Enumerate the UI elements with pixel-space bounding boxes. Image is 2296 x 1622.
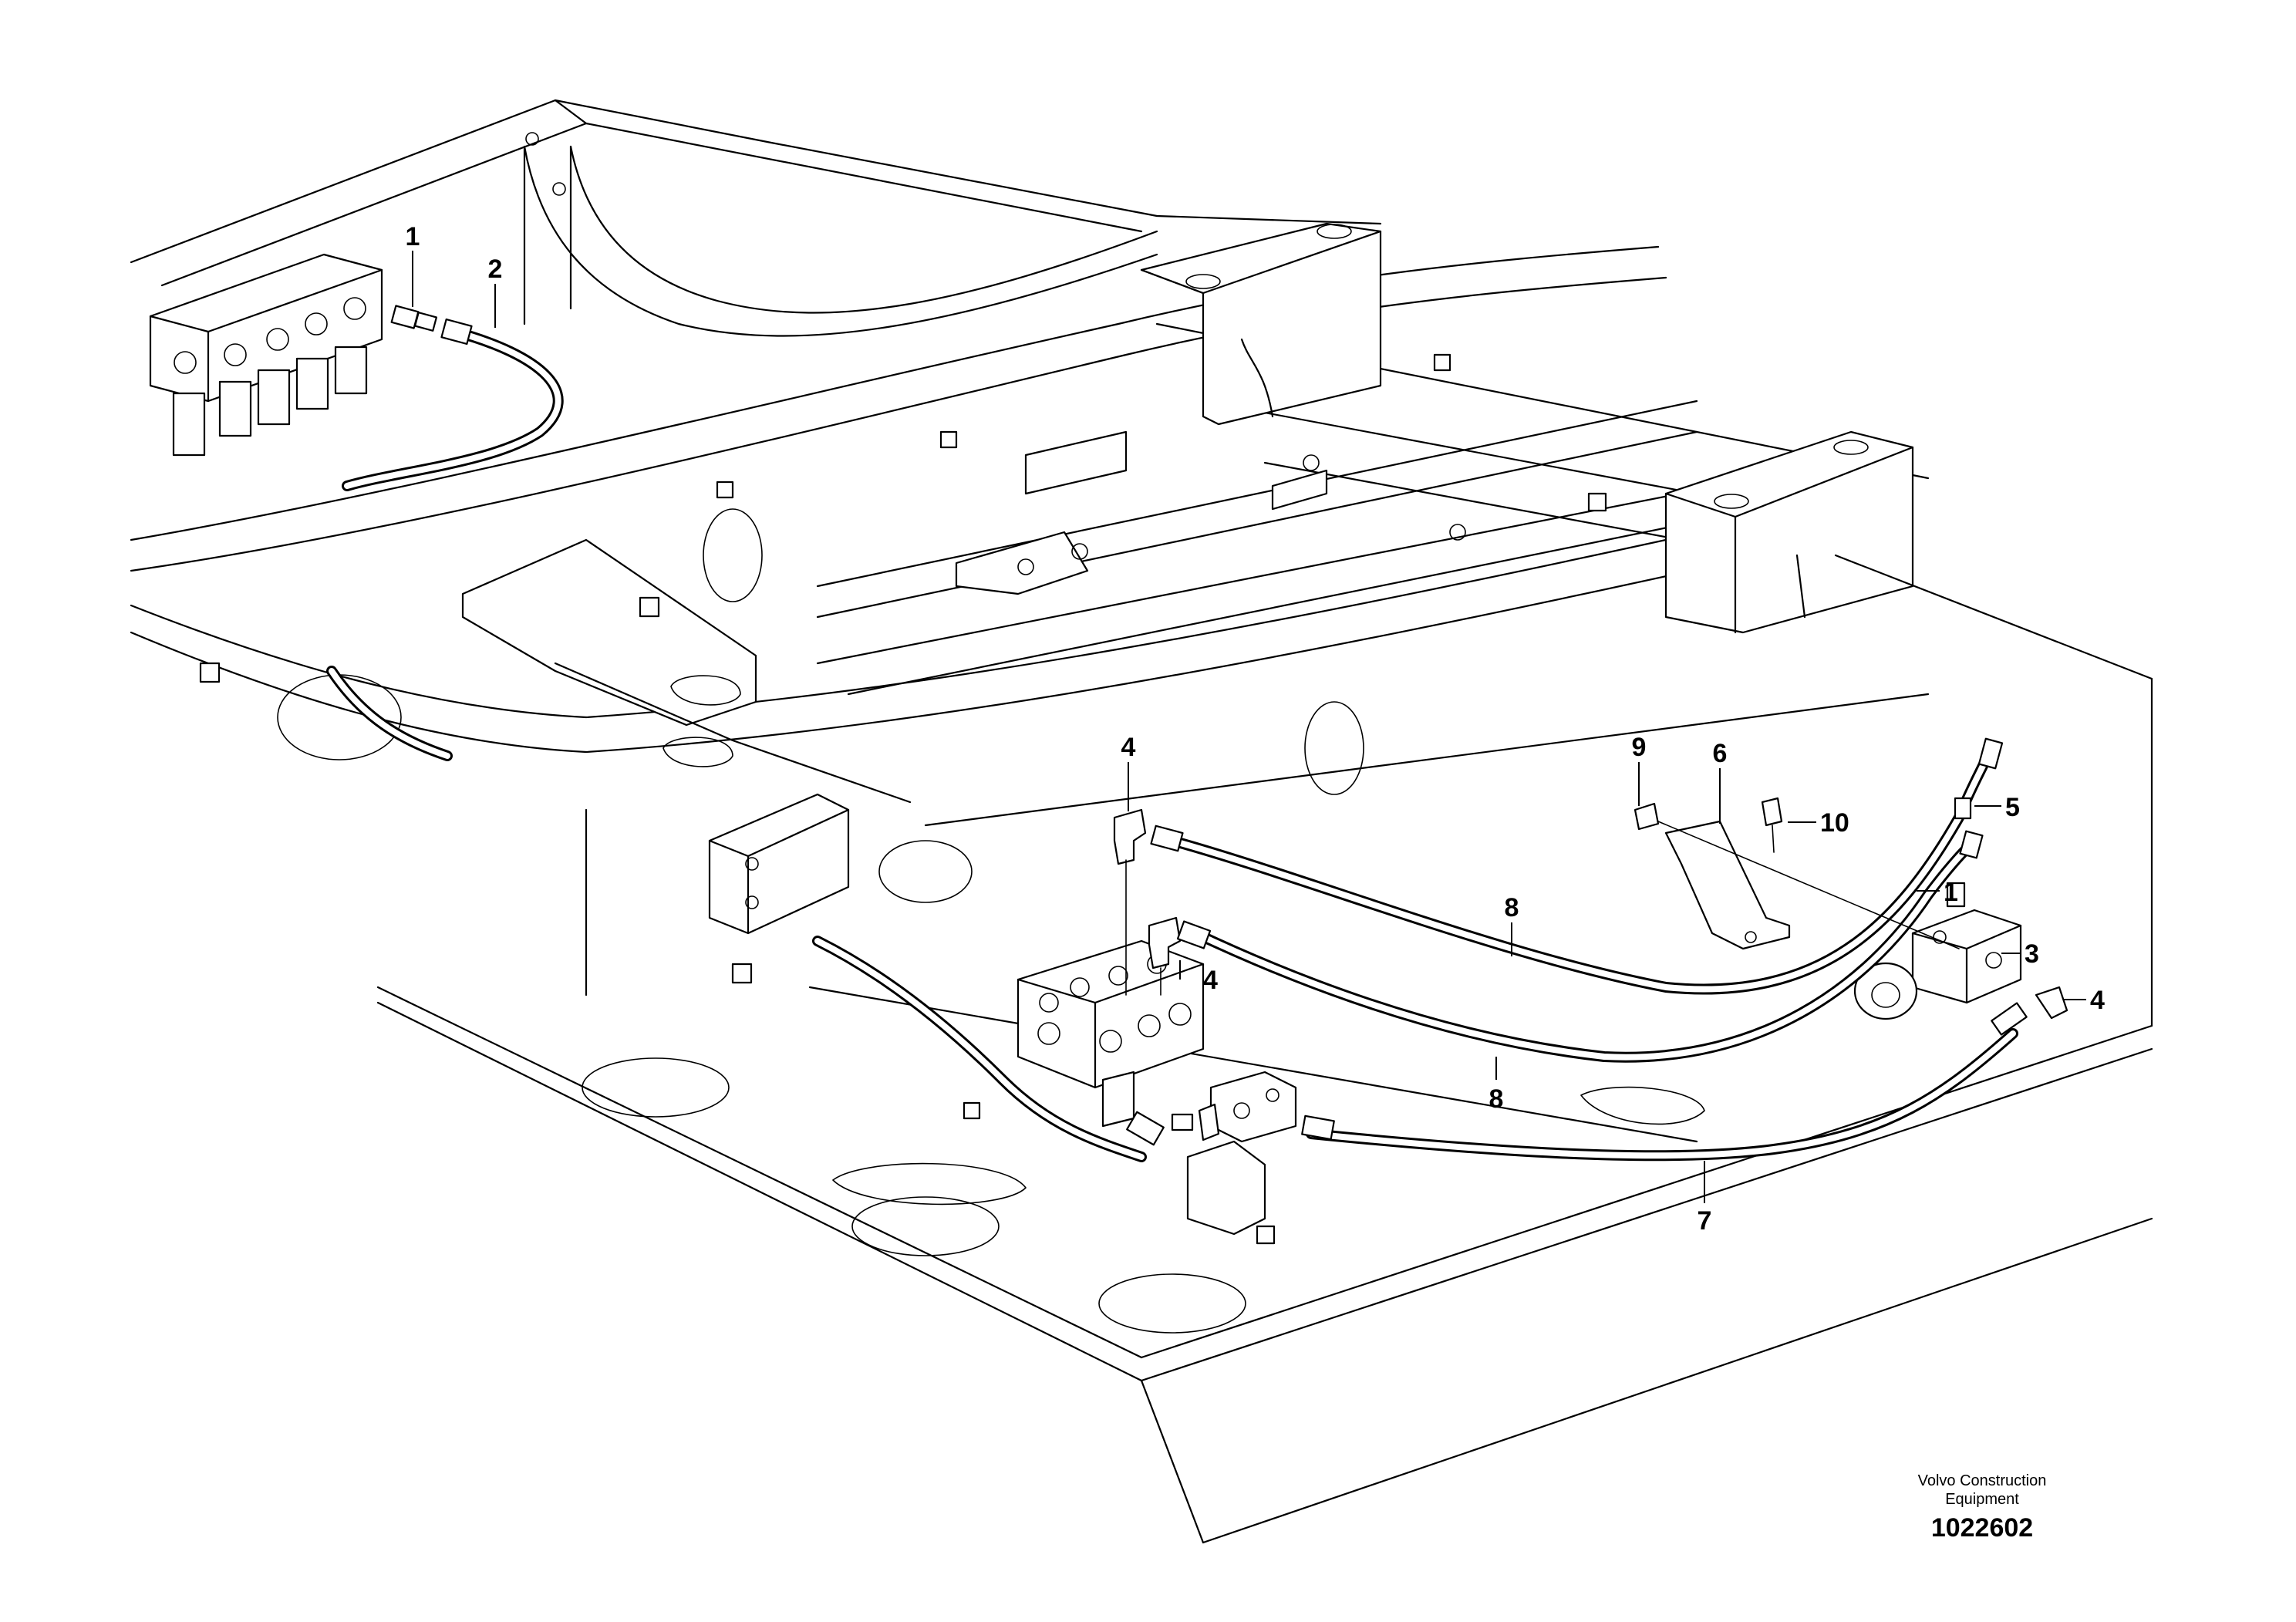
- base-plate: [277, 508, 2153, 1544]
- brand-line-1: Volvo Construction: [1917, 1472, 2047, 1489]
- callout-2: 2: [488, 255, 503, 284]
- center-support-block: [1140, 222, 1382, 426]
- callout-8-upper: 8: [1505, 893, 1519, 922]
- right-support-block: [1664, 430, 1914, 634]
- callout-7: 7: [1698, 1206, 1712, 1236]
- pressure-valve-block: [1853, 909, 2022, 1020]
- callout-labels: 1 2 4 9 6 10 5 1 3 4 4 8 8 7: [406, 222, 2105, 1236]
- callout-10: 10: [1820, 808, 1849, 838]
- callout-6: 6: [1713, 739, 1728, 768]
- callout-1-top: 1: [406, 222, 420, 251]
- distribution-manifold-top: [149, 253, 383, 457]
- frame-plates: [199, 132, 1607, 1245]
- fittings: [390, 305, 2068, 1146]
- check-valve: [1198, 1071, 1297, 1143]
- callout-1-right: 1: [1944, 878, 1958, 907]
- mounting-bracket: [1664, 820, 1791, 950]
- distribution-manifold-center: [1017, 939, 1205, 1128]
- callout-3: 3: [2025, 939, 2039, 969]
- brand-label: Volvo Construction Equipment: [1866, 1472, 2098, 1509]
- brand-line-2: Equipment: [1945, 1491, 2019, 1508]
- callout-8-lower: 8: [1489, 1084, 1504, 1114]
- callout-9: 9: [1632, 733, 1647, 762]
- hoses: [326, 326, 2018, 1162]
- callout-leaders: [412, 251, 2086, 1203]
- callout-5: 5: [2005, 793, 2020, 822]
- drawing-number: 1022602: [1930, 1513, 2034, 1543]
- callout-4-center-bottom: 4: [1203, 966, 1218, 995]
- callout-4-right: 4: [2090, 986, 2105, 1015]
- upper-frame: [130, 99, 1930, 754]
- callout-4-center-top: 4: [1121, 733, 1136, 762]
